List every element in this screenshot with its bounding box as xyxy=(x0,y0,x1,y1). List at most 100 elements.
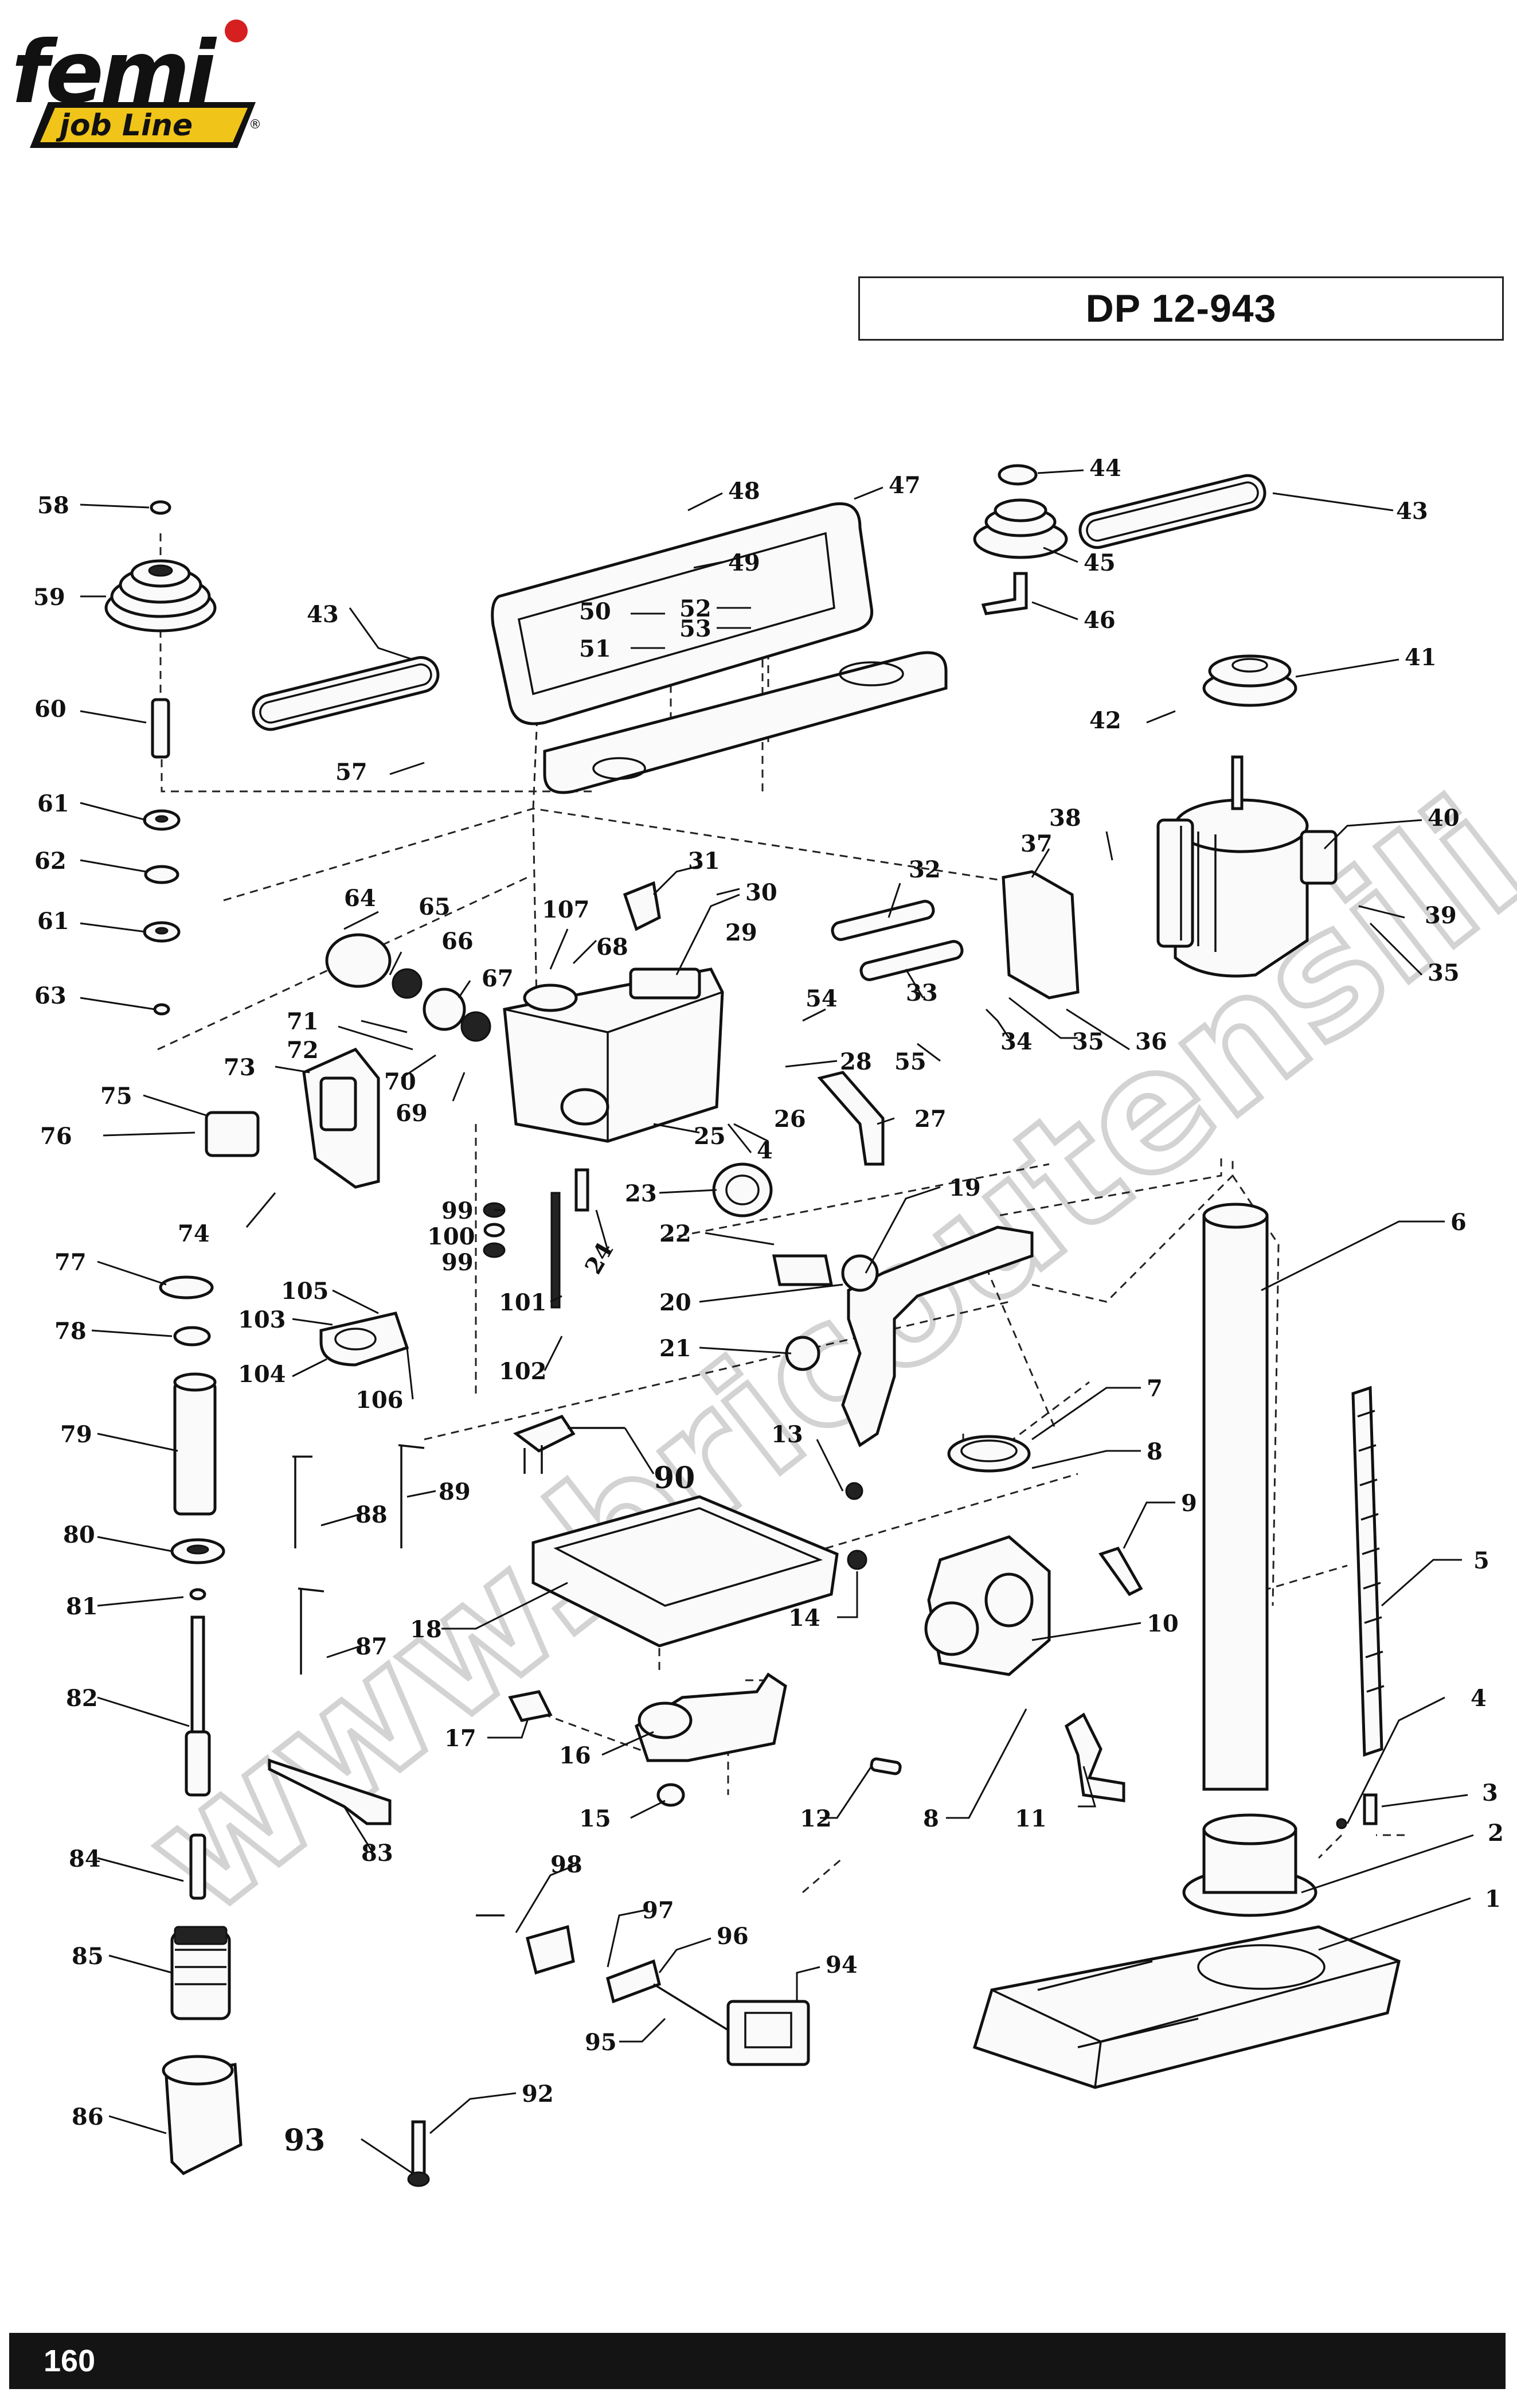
part-label: 100 xyxy=(427,1223,475,1250)
part-label: 67 xyxy=(482,965,514,992)
part-label: 107 xyxy=(542,896,590,923)
part-label: 42 xyxy=(1089,707,1121,734)
part-label: 71 xyxy=(287,1008,319,1035)
part-label: 4 xyxy=(757,1137,773,1164)
part-label: 94 xyxy=(826,1952,858,1978)
part-label: 12 xyxy=(800,1805,832,1832)
part-label: 10 xyxy=(1147,1610,1179,1637)
part-label: 34 xyxy=(1000,1028,1033,1055)
part-label: 54 xyxy=(806,985,838,1012)
part-label: 96 xyxy=(717,1923,749,1950)
part-label: 57 xyxy=(335,759,367,786)
part-label: 28 xyxy=(840,1048,872,1075)
part-label: 82 xyxy=(66,1685,98,1712)
part-label: 2 xyxy=(1488,1820,1504,1847)
part-label: 99 xyxy=(441,1249,474,1276)
part-label: 39 xyxy=(1425,902,1457,929)
part-label: 88 xyxy=(355,1501,388,1528)
part-labels: 1 2 3 4 4 5 6 7 8 8 9 10 11 12 13 14 15 … xyxy=(33,455,1504,2158)
part-label: 98 xyxy=(550,1851,582,1878)
leader-lines xyxy=(80,469,1474,2175)
part-label: 47 xyxy=(889,472,921,499)
part-label: 79 xyxy=(60,1421,92,1448)
part-label: 43 xyxy=(307,601,339,628)
part-label: 8 xyxy=(923,1805,939,1832)
part-label: 97 xyxy=(642,1897,674,1924)
part-label: 14 xyxy=(788,1605,820,1632)
part-label: 23 xyxy=(625,1180,657,1207)
part-label: 33 xyxy=(906,979,938,1006)
page-number: 160 xyxy=(44,2344,96,2378)
part-label: 6 xyxy=(1450,1209,1467,1236)
part-label: 16 xyxy=(559,1742,591,1769)
part-label: 41 xyxy=(1405,644,1437,671)
part-label: 105 xyxy=(281,1278,329,1305)
part-label: 20 xyxy=(659,1289,691,1316)
model-title-box: DP 12-943 xyxy=(858,276,1504,341)
logo-badge-inner xyxy=(40,108,248,142)
part-label: 69 xyxy=(396,1100,428,1127)
part-label: 7 xyxy=(1147,1375,1163,1402)
part-label: 59 xyxy=(33,584,65,611)
part-label: 38 xyxy=(1049,805,1081,832)
part-label: 95 xyxy=(585,2029,617,2056)
part-label: 75 xyxy=(100,1083,132,1110)
part-label: 18 xyxy=(410,1616,442,1643)
part-label: 46 xyxy=(1084,607,1116,634)
part-label: 102 xyxy=(499,1358,547,1385)
part-label: 80 xyxy=(63,1521,95,1548)
part-label: 84 xyxy=(69,1845,101,1872)
part-label: 70 xyxy=(384,1068,416,1095)
model-title: DP 12-943 xyxy=(1085,287,1277,330)
part-label: 26 xyxy=(774,1106,806,1133)
part-label: 5 xyxy=(1473,1547,1489,1574)
part-label: 32 xyxy=(909,856,941,883)
part-label: 25 xyxy=(694,1123,726,1150)
footer-bar: 160 xyxy=(9,2333,1506,2389)
part-label: 61 xyxy=(37,908,69,935)
part-label: 89 xyxy=(439,1478,471,1505)
part-label: 72 xyxy=(287,1037,319,1064)
part-label: 76 xyxy=(40,1123,72,1150)
part-label: 13 xyxy=(771,1421,803,1448)
part-label: 85 xyxy=(72,1943,104,1970)
part-label: 1 xyxy=(1485,1886,1501,1913)
part-label: 4 xyxy=(1471,1685,1487,1712)
part-label: 104 xyxy=(238,1361,286,1388)
part-label: 66 xyxy=(441,928,474,955)
part-label: 48 xyxy=(728,478,760,505)
part-label: 9 xyxy=(1181,1490,1197,1517)
part-label: 63 xyxy=(34,982,67,1009)
part-label: 60 xyxy=(34,696,67,723)
part-label: 45 xyxy=(1084,549,1116,576)
part-label: 53 xyxy=(679,615,711,642)
part-label: 64 xyxy=(344,885,376,912)
part-label: 15 xyxy=(579,1805,611,1832)
part-label: 62 xyxy=(34,848,67,875)
part-label: 65 xyxy=(419,893,451,920)
part-label: 99 xyxy=(441,1197,474,1224)
part-47-belt-cover xyxy=(491,502,874,725)
part-label: 87 xyxy=(355,1633,388,1660)
part-label: 17 xyxy=(444,1725,476,1752)
part-label: 92 xyxy=(522,2081,554,2108)
part-label: 35 xyxy=(1072,1028,1104,1055)
part-label: 35 xyxy=(1428,959,1460,986)
part-label: 31 xyxy=(688,848,720,875)
part-label: 22 xyxy=(659,1220,691,1247)
part-label: 61 xyxy=(37,790,69,817)
parts xyxy=(104,464,1401,2187)
registered-mark: ® xyxy=(249,118,260,132)
part-label: 86 xyxy=(72,2103,104,2130)
part-label: 21 xyxy=(659,1335,691,1362)
logo-wordmark: femi job Line ® xyxy=(11,19,260,148)
part-label: 101 xyxy=(499,1289,547,1316)
part-label: 37 xyxy=(1021,830,1053,857)
logo-dot xyxy=(225,19,248,42)
part-label: 44 xyxy=(1089,455,1121,482)
brand-logo: femi job Line ® xyxy=(11,19,260,148)
part-label: 77 xyxy=(54,1249,87,1276)
part-label: 51 xyxy=(579,635,611,662)
part-label: 50 xyxy=(579,598,611,625)
